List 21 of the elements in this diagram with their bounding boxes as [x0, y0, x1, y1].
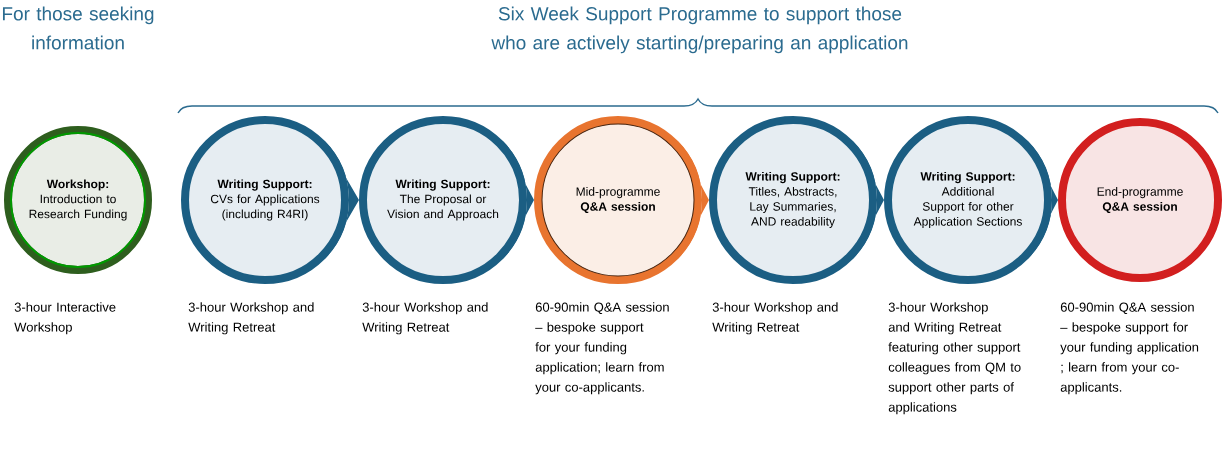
circle-node: Writing Support: Additional Support for other Application Sections: [884, 116, 1052, 284]
description-text: 3-hour Interactive Workshop: [14, 302, 116, 335]
arrow: [1027, 140, 1058, 260]
arrow: [852, 140, 884, 260]
description-text: 3-hour Workshop and Writing Retreat featuring other support colleagues from QM to support other parts of applications: [888, 302, 1021, 415]
arrow: [677, 140, 709, 260]
description-text: 3-hour Workshop and Writing Retreat: [362, 302, 488, 335]
heading-text: Six Week Support Programme to support those who are actively starting/preparing an application: [491, 6, 908, 54]
description-text: 3-hour Workshop and Writing Retreat: [188, 302, 314, 335]
arrow: [324, 140, 359, 260]
circle-node: Writing Support: The Proposal or Vision and Approach: [359, 116, 527, 284]
circle-node: Writing Support: CVs for Applications (including R4RI): [181, 116, 349, 284]
circle-node: End-programme Q&A session: [1058, 118, 1222, 282]
circle-node: Mid-programme Q&A session: [534, 116, 702, 284]
description-text: 60-90min Q&A session – bespoke support for your funding application; learn from your co-applicants.: [535, 302, 669, 395]
circle-node: Writing Support: Titles, Abstracts, Lay Summaries, AND readability: [709, 116, 877, 284]
description-text: 60-90min Q&A session – bespoke support for your funding application ; learn from your co-applicants.: [1060, 302, 1199, 395]
arrow: [502, 140, 534, 260]
heading-text: For those seeking information: [3, 6, 154, 50]
circle-node: Workshop: Introduction to Research Funding: [4, 126, 152, 274]
description-text: 3-hour Workshop and Writing Retreat: [712, 302, 838, 335]
